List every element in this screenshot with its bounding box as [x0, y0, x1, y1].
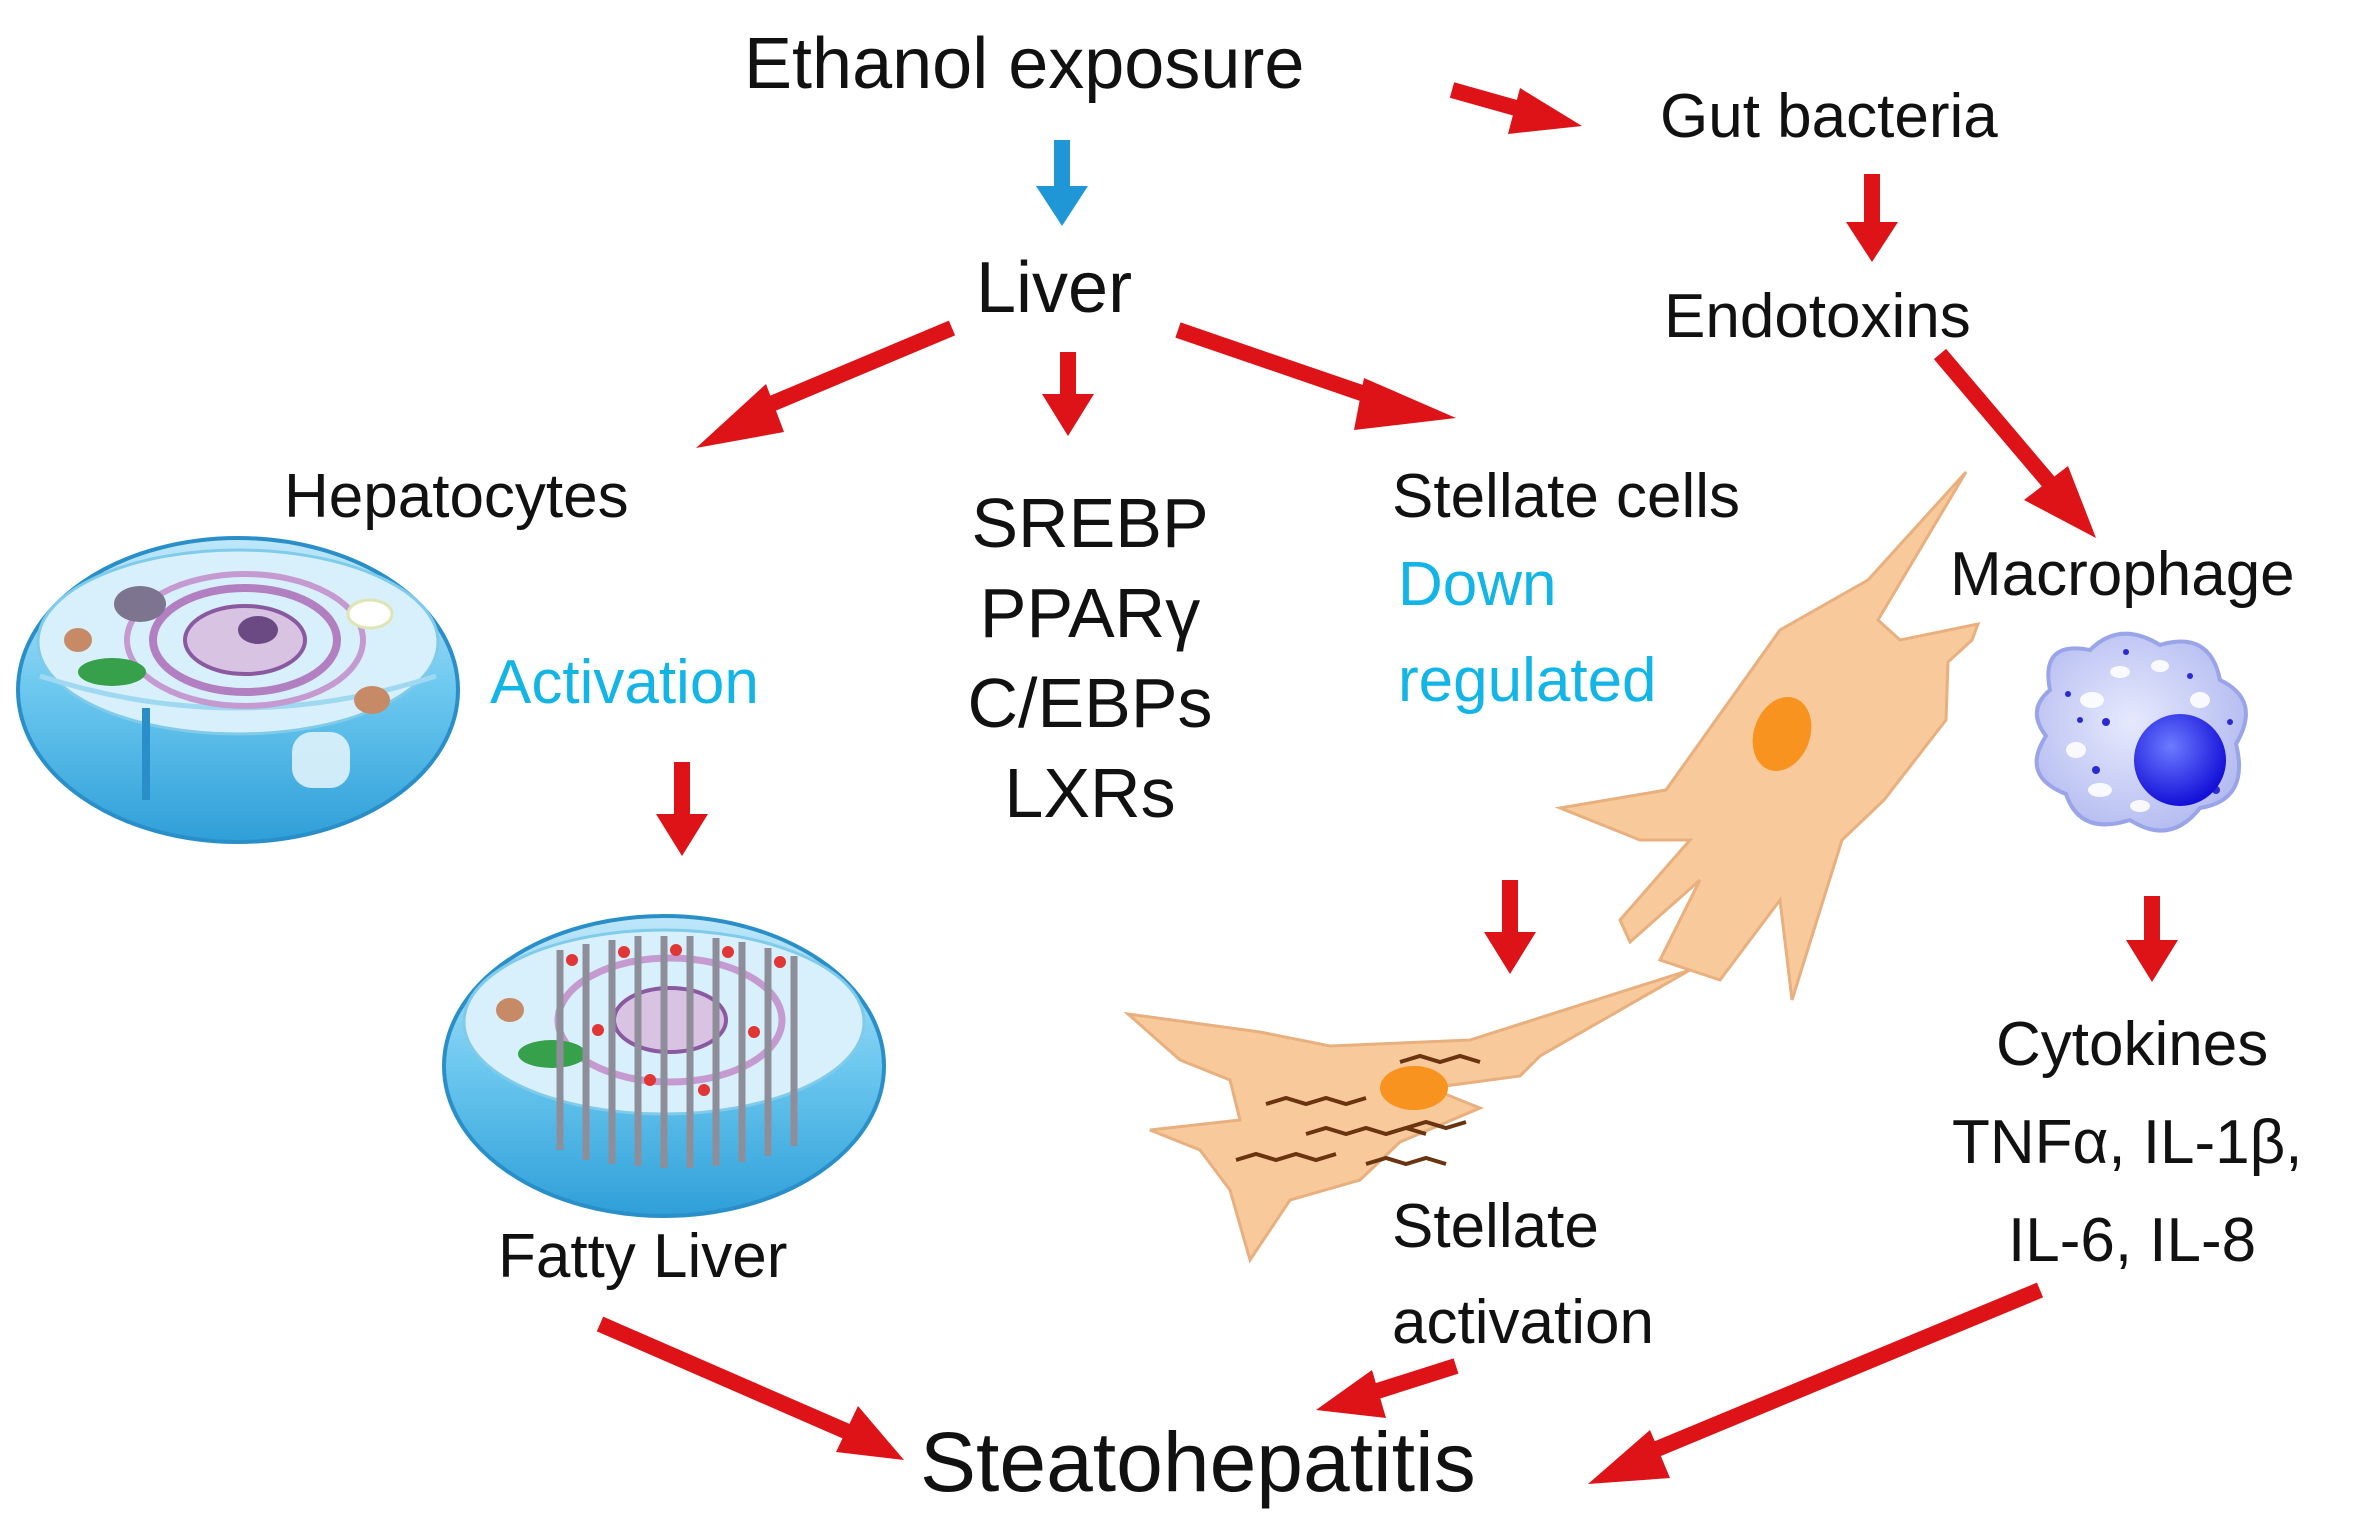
transcription-factor-item: C/EBPs — [967, 664, 1213, 742]
cytokine-list-line-2: IL-6, IL-8 — [2008, 1206, 2257, 1275]
arrow-macrophage-to-cytokines — [2126, 896, 2178, 982]
fatty-liver-label: Fatty Liver — [498, 1222, 788, 1291]
macrophage-label: Macrophage — [1950, 540, 2295, 609]
cytokine-list-line-1: TNFα, IL-1β, — [1952, 1108, 2303, 1177]
transcription-factor-item: SREBP — [971, 484, 1209, 562]
gut-bacteria-label: Gut bacteria — [1660, 82, 1998, 151]
transcription-factor-item: LXRs — [1004, 754, 1176, 832]
activated-stellate-cell-icon — [1123, 968, 1691, 1264]
stellate-cells-label: Stellate cells — [1392, 462, 1741, 531]
activation-label: Activation — [490, 648, 759, 717]
arrow-liver-to-transcription-factors — [1042, 352, 1094, 436]
arrow-liver-to-stellate — [1175, 322, 1456, 430]
arrow-endotoxins-to-macrophage — [1933, 348, 2096, 538]
arrow-stellate-to-steatohepatitis — [1316, 1358, 1459, 1418]
regulated-label: regulated — [1398, 646, 1657, 715]
arrow-gut-to-endotoxins — [1846, 174, 1898, 262]
arrow-fatty-to-steatohepatitis — [596, 1316, 904, 1460]
ethanol-exposure-label: Ethanol exposure — [744, 24, 1305, 104]
transcription-factor-list: SREBP PPARγ C/EBPs LXRs — [880, 488, 1300, 848]
arrow-hepatocytes-to-fatty — [656, 762, 708, 856]
endotoxins-label: Endotoxins — [1664, 282, 1971, 351]
stellate-label: Stellate — [1392, 1192, 1599, 1261]
arrow-stellate-to-activated — [1484, 880, 1536, 974]
arrow-cytokines-to-steatohepatitis — [1588, 1282, 2044, 1484]
stellate-cell-icon — [1554, 470, 1981, 1001]
steatohepatitis-label: Steatohepatitis — [920, 1415, 1476, 1509]
cytokines-label: Cytokines — [1996, 1010, 2269, 1079]
arrow-ethanol-to-liver — [1036, 140, 1088, 226]
transcription-factor-item: PPARγ — [979, 574, 1201, 652]
hepatocytes-label: Hepatocytes — [284, 462, 629, 531]
fatty-hepatocyte-cell-icon — [442, 914, 886, 1218]
arrow-liver-to-hepatocytes — [696, 320, 956, 448]
liver-label: Liver — [976, 248, 1133, 328]
down-label: Down — [1398, 550, 1557, 619]
stellate-activation-label: activation — [1392, 1288, 1654, 1357]
arrow-ethanol-to-gut — [1449, 82, 1582, 134]
hepatocyte-cell-icon — [16, 536, 460, 844]
macrophage-cell-icon — [2034, 631, 2248, 833]
